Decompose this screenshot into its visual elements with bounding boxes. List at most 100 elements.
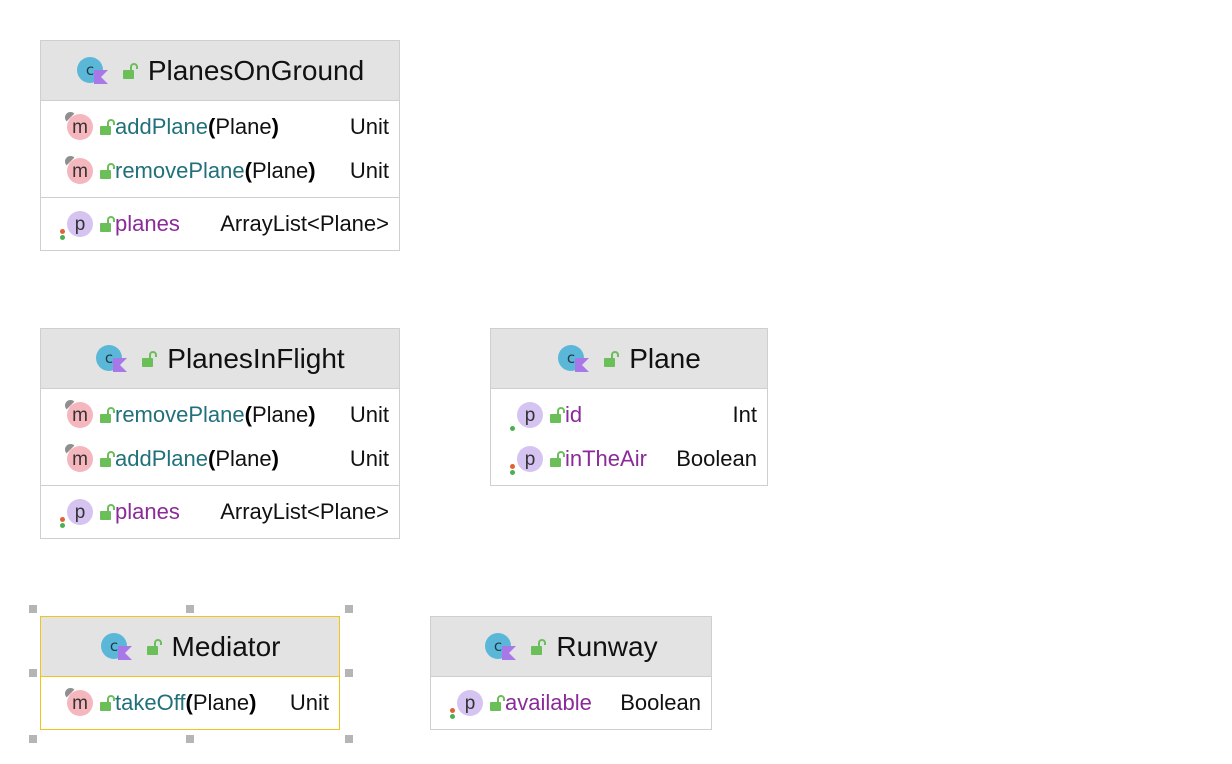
close-paren: )	[271, 446, 279, 471]
public-lock-icon	[99, 216, 115, 232]
method-icon: m	[67, 690, 93, 716]
property-name: id	[565, 402, 583, 427]
public-lock-icon	[603, 350, 620, 367]
properties-section: p available Boolean	[431, 677, 711, 729]
class-box-runway[interactable]: c Runway p available Boolean	[430, 616, 712, 730]
class-header[interactable]: c Plane	[491, 329, 767, 389]
method-param: Plane	[192, 690, 250, 715]
method-signature: removePlane(Plane)	[115, 402, 316, 428]
property-type: Boolean	[620, 690, 701, 715]
selection-resize-handle[interactable]	[345, 605, 353, 613]
svg-text:c: c	[494, 637, 502, 655]
method-name: addPlane	[115, 114, 208, 139]
return-type: Unit	[349, 114, 389, 139]
property-name: available	[505, 690, 592, 715]
close-paren: )	[308, 402, 316, 427]
svg-text:c: c	[567, 349, 575, 367]
public-lock-icon	[530, 638, 547, 655]
close-paren: )	[249, 690, 257, 715]
property-row[interactable]: p inTheAir Boolean	[491, 437, 767, 481]
method-icon: m	[67, 402, 93, 428]
public-lock-icon	[99, 451, 115, 467]
method-row[interactable]: m takeOff(Plane) Unit	[41, 681, 339, 725]
return-type: Unit	[349, 158, 389, 183]
property-name: inTheAir	[565, 446, 647, 471]
methods-section: m takeOff(Plane) Unit	[41, 677, 339, 729]
method-signature: removePlane(Plane)	[115, 158, 316, 184]
kotlin-class-icon: c	[95, 344, 128, 374]
property-icon: p	[510, 446, 543, 475]
selection-resize-handle[interactable]	[29, 735, 37, 743]
return-type: Unit	[289, 690, 329, 715]
return-type: Unit	[349, 446, 389, 471]
property-type: Boolean	[676, 446, 757, 471]
method-name: removePlane	[115, 158, 245, 183]
public-lock-icon	[489, 695, 505, 711]
open-paren: (	[207, 446, 216, 471]
kotlin-class-icon: c	[76, 56, 108, 86]
public-lock-icon	[99, 504, 115, 520]
property-row[interactable]: p available Boolean	[431, 681, 711, 725]
class-name: Plane	[629, 342, 701, 374]
kotlin-class-icon: c	[557, 344, 590, 374]
property-icon: p	[60, 499, 93, 528]
close-paren: )	[271, 114, 279, 139]
accessor-dots-icon	[510, 463, 515, 475]
class-header[interactable]: c Mediator	[41, 617, 339, 677]
property-icon: p	[60, 211, 93, 240]
class-name: Mediator	[171, 630, 281, 662]
kotlin-class-icon: c	[484, 632, 517, 662]
close-paren: )	[308, 158, 316, 183]
property-name: planes	[115, 211, 180, 236]
property-type: ArrayList<Plane>	[220, 499, 389, 524]
accessor-dots-icon	[60, 516, 65, 528]
property-icon: p	[450, 690, 483, 719]
svg-text:c: c	[105, 349, 113, 367]
class-header[interactable]: c Runway	[431, 617, 711, 677]
class-name: Runway	[556, 630, 658, 662]
selection-resize-handle[interactable]	[345, 735, 353, 743]
open-paren: (	[244, 158, 252, 183]
selection-resize-handle[interactable]	[29, 669, 37, 677]
public-lock-icon	[549, 407, 565, 423]
class-header[interactable]: c PlanesInFlight	[41, 329, 399, 389]
method-name: takeOff	[115, 690, 186, 715]
class-name: PlanesInFlight	[167, 342, 345, 374]
public-lock-icon	[549, 451, 565, 467]
open-paren: (	[244, 402, 252, 427]
svg-text:c: c	[86, 61, 94, 79]
public-lock-icon	[99, 119, 115, 135]
property-type: Int	[732, 402, 757, 427]
open-paren: (	[207, 114, 216, 139]
method-signature: takeOff(Plane)	[115, 690, 256, 716]
accessor-dots-icon	[450, 707, 455, 719]
class-box-mediator[interactable]: c Mediator m takeOff(Plane) Unit	[40, 616, 340, 730]
method-param: Plane	[215, 114, 272, 139]
svg-text:c: c	[109, 637, 117, 655]
property-type: ArrayList<Plane>	[220, 211, 389, 236]
selection-resize-handle[interactable]	[345, 669, 353, 677]
method-param: Plane	[215, 446, 272, 471]
public-lock-icon	[146, 638, 162, 655]
property-icon: p	[510, 402, 543, 431]
method-name: removePlane	[115, 402, 245, 427]
selection-resize-handle[interactable]	[186, 735, 194, 743]
selection-resize-handle[interactable]	[186, 605, 194, 613]
accessor-dots-icon	[510, 425, 515, 431]
selection-resize-handle[interactable]	[29, 605, 37, 613]
